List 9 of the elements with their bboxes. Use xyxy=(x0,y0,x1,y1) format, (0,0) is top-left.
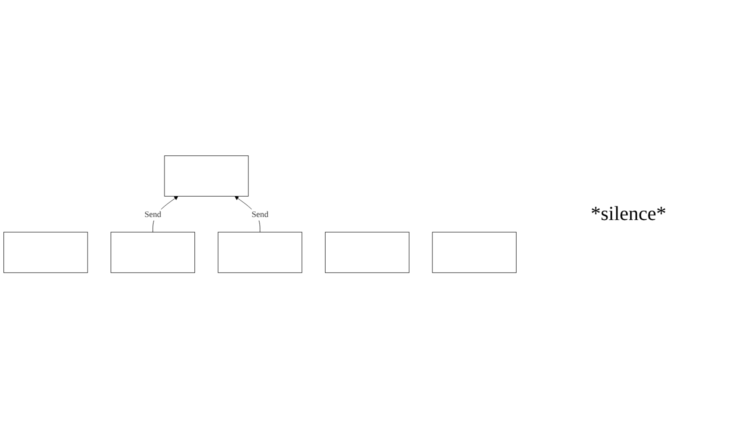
node-box xyxy=(4,232,88,273)
node-box xyxy=(164,155,249,196)
edge-label: Send xyxy=(252,209,268,218)
edge-label: Send xyxy=(144,209,162,218)
node-box xyxy=(325,232,410,273)
node-box xyxy=(432,232,516,273)
node-box xyxy=(110,232,195,273)
node-box xyxy=(218,232,302,273)
note-text: *silence* xyxy=(590,202,668,226)
